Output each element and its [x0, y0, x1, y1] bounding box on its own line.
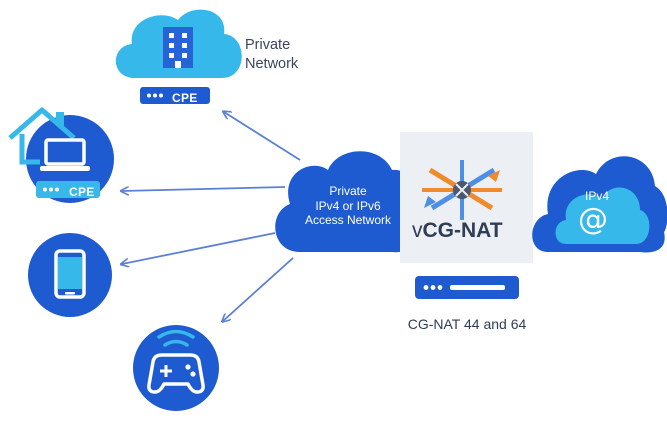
access-network-label: Private IPv4 or IPv6 Access Network: [285, 184, 411, 228]
server-icon: [415, 276, 519, 299]
game-controller-icon: [147, 329, 205, 394]
ipv4-cloud: [532, 156, 667, 253]
access-network-line2: IPv4 or IPv6: [315, 198, 381, 213]
arrow-to-smartphone: [122, 232, 276, 264]
access-network-line3: Access Network: [304, 213, 392, 227]
server-caption: CG-NAT 44 and 64: [407, 316, 527, 332]
private-network-line1: Private: [245, 37, 291, 53]
smartphone-icon: [54, 249, 86, 299]
cpe-label-left: CPE: [69, 185, 95, 199]
home-cpe-node: [8, 107, 114, 203]
at-symbol-icon: @: [578, 202, 608, 237]
access-network-line1: Private: [329, 184, 367, 198]
office-building-icon: [163, 27, 193, 68]
connector-arrows: [122, 112, 301, 321]
vcgnat-prefix: v: [412, 219, 423, 242]
access-network-cloud: [275, 151, 420, 253]
game-controller-node: [133, 325, 219, 411]
arrow-to-private-network: [224, 112, 301, 161]
cpe-badge-top: [140, 87, 210, 104]
vcgnat-title: vCG-NAT: [412, 219, 503, 243]
cpe-badge-left: [36, 181, 100, 198]
arrow-to-home-cpe: [122, 186, 286, 191]
cpe-label-top: CPE: [172, 91, 198, 105]
vcgnat-name: CG-NAT: [422, 219, 503, 242]
ipv4-label: IPv4: [585, 189, 610, 203]
private-network-cloud: [115, 9, 242, 104]
vcgnat-panel: [400, 132, 533, 263]
private-network-line2: Network: [245, 56, 299, 72]
home-laptop-icon: [8, 107, 90, 171]
cgnat-translation-icon: [422, 160, 502, 220]
arrow-to-game-controller: [223, 257, 294, 321]
smartphone-node: [28, 233, 112, 317]
private-network-label: Private Network: [245, 36, 298, 74]
